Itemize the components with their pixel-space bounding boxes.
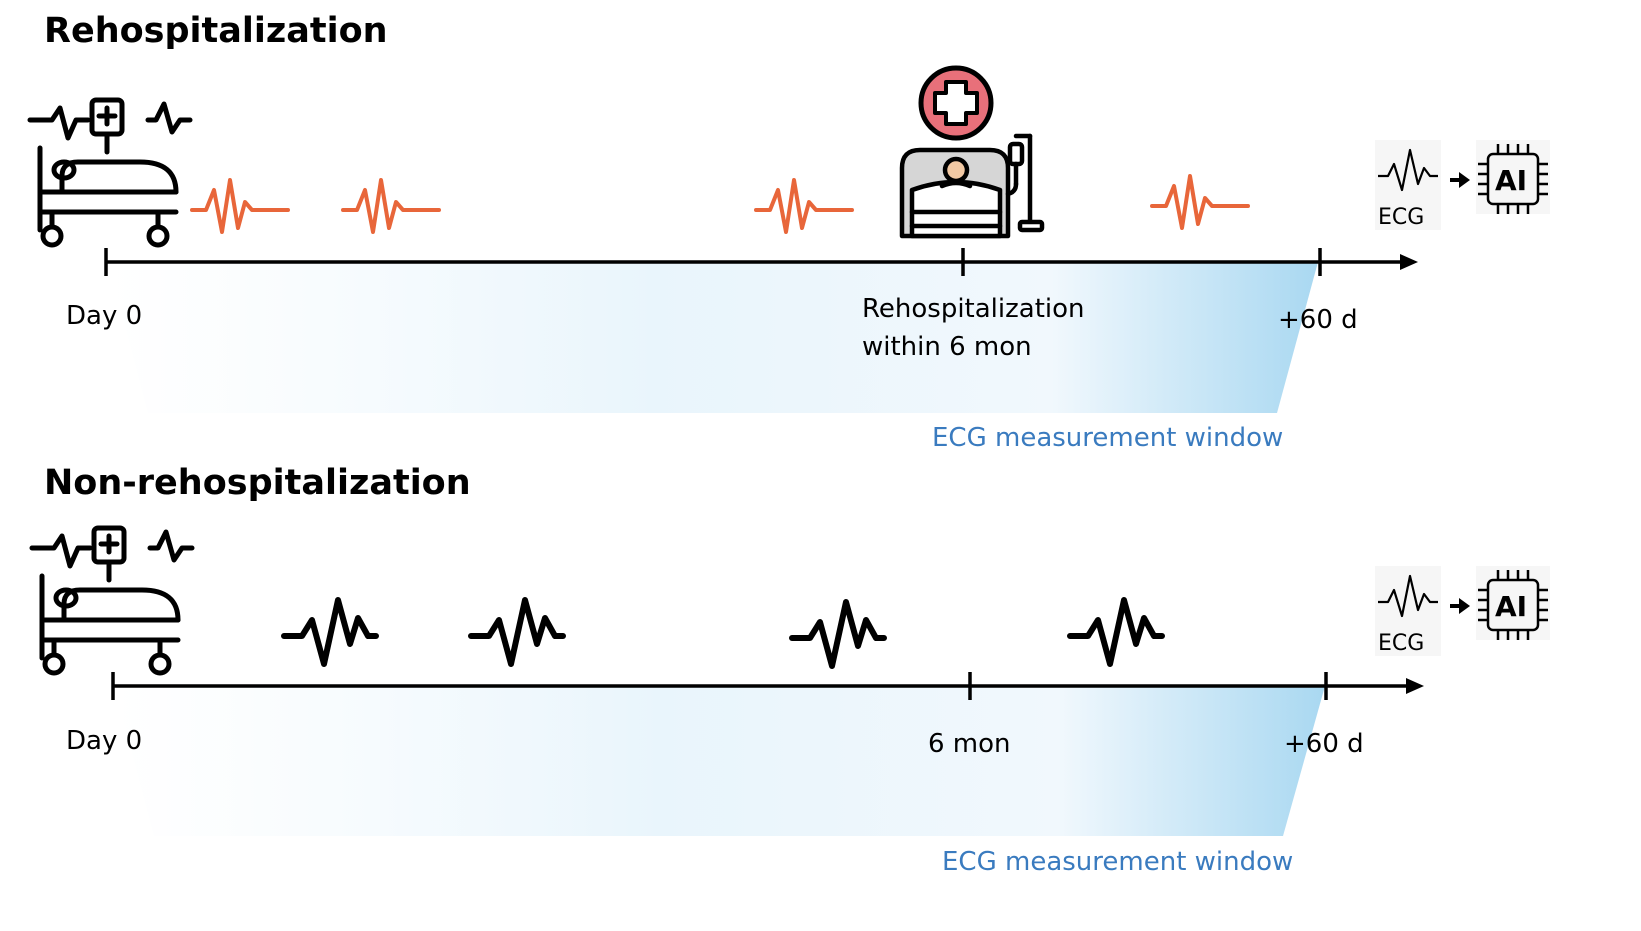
measurement-window: [114, 686, 1325, 836]
ecg-to-ai-pipeline: ECG AI: [1375, 566, 1550, 656]
medical-cross-icon: [918, 65, 994, 141]
ecg-label: ECG: [1378, 205, 1424, 230]
day0-label: Day 0: [66, 301, 142, 331]
ecg-waveform-icon: [190, 174, 1250, 234]
window-label: ECG measurement window: [932, 423, 1283, 453]
event-label-line2: within 6 mon: [862, 332, 1032, 362]
window-label: ECG measurement window: [942, 847, 1293, 877]
event-label-line1: Rehospitalization: [862, 294, 1085, 324]
hospital-bed-monitor-icon: [30, 100, 190, 245]
end-label: +60 d: [1284, 729, 1364, 759]
measurement-window: [108, 262, 1318, 413]
day0-label: Day 0: [66, 726, 142, 756]
panel-title: Rehospitalization: [44, 11, 388, 51]
ai-label: AI: [1495, 164, 1527, 197]
panel-title: Non-rehospitalization: [44, 463, 471, 503]
event-label: 6 mon: [928, 729, 1011, 759]
panel-rehospitalization: Rehospitalization: [30, 11, 1550, 453]
ecg-waveform-icon: [284, 600, 1162, 666]
hospital-bed-monitor-icon: [32, 528, 192, 673]
patient-in-bed-iv-icon: [899, 133, 1045, 239]
timeline-axis: [104, 248, 1418, 276]
ecg-to-ai-pipeline: ECG AI: [1375, 140, 1550, 230]
end-label: +60 d: [1278, 305, 1358, 335]
timeline-axis: [111, 672, 1424, 700]
ai-label: AI: [1495, 590, 1527, 623]
panel-non-rehospitalization: Non-rehospitalization Day 0 6 mon +60 d …: [32, 463, 1550, 877]
ecg-label: ECG: [1378, 631, 1424, 656]
